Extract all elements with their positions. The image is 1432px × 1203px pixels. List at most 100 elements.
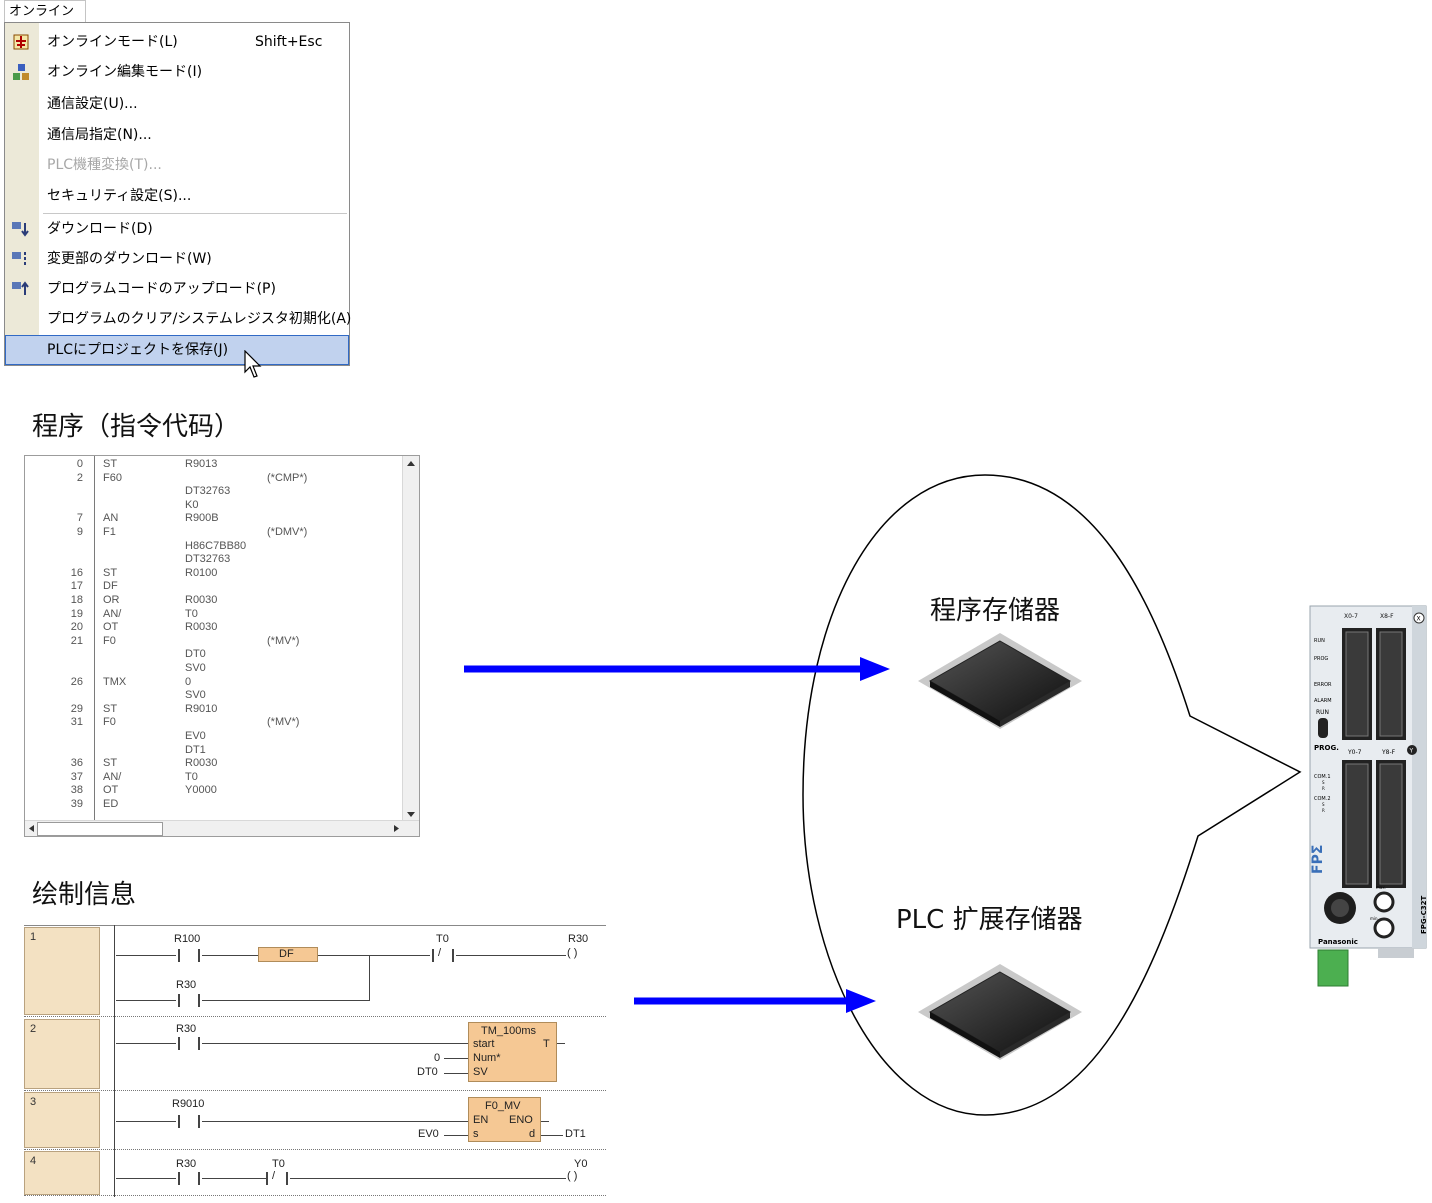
line-number: 26: [70, 675, 83, 688]
no-contact[interactable]: [178, 949, 180, 962]
plc-x-high: X8-F: [1380, 613, 1394, 620]
opcode: AN/: [103, 607, 122, 620]
plc-x-low: X0-7: [1344, 613, 1358, 620]
block-pin: start: [473, 1038, 495, 1050]
output-value: DT1: [565, 1128, 586, 1140]
rung-number[interactable]: 3: [24, 1092, 100, 1148]
opcode: ED: [103, 798, 119, 810]
rung-number[interactable]: 1: [24, 927, 100, 1015]
operand: H86C7BB80: [185, 539, 247, 552]
no-contact[interactable]: [178, 1115, 180, 1128]
code-column-divider: [94, 456, 95, 824]
timer-function-block[interactable]: TM_100ms start T Num* SV: [468, 1022, 557, 1082]
opcode: OT: [103, 784, 119, 797]
operand: DT32763: [185, 553, 231, 566]
opcode: TMX: [103, 675, 127, 688]
menu-item-security-settings[interactable]: セキュリティ設定(S)...: [5, 181, 349, 211]
code-line: SV0: [27, 689, 397, 703]
scroll-down-icon[interactable]: [406, 811, 416, 819]
operand: R0030: [185, 757, 218, 770]
menu-item-label: オンライン編集モード(I): [47, 64, 203, 80]
rung-separator: [24, 1090, 606, 1091]
menu-item-save-project-to-plc[interactable]: PLCにプロジェクトを保存(J): [5, 335, 349, 365]
scroll-left-icon[interactable]: [27, 824, 35, 833]
code-line: H86C7BB80: [27, 540, 397, 554]
menu-item-station-spec[interactable]: 通信局指定(N)...: [5, 120, 349, 150]
input-value: 0: [434, 1052, 441, 1064]
scroll-right-icon[interactable]: [393, 824, 401, 833]
comment: (*MV*): [267, 716, 300, 729]
left-power-rail: [114, 925, 115, 1197]
scroll-up-icon[interactable]: [406, 459, 416, 467]
no-contact[interactable]: [178, 1037, 180, 1050]
code-line: DT1: [27, 744, 397, 758]
nc-slash: /: [272, 1170, 276, 1182]
menu-item-download-changes[interactable]: 変更部のダウンロード(W): [5, 244, 349, 274]
line-number: 31: [70, 716, 83, 729]
coil-label: Y0: [574, 1158, 588, 1170]
line-number: 18: [70, 594, 83, 606]
line-number: 36: [70, 757, 83, 770]
menu-item-label: 通信設定(U)...: [47, 96, 138, 112]
horizontal-scroll-thumb[interactable]: [37, 822, 163, 836]
menu-item-label: 変更部のダウンロード(W): [47, 251, 212, 267]
rung-number[interactable]: 4: [24, 1151, 100, 1195]
nc-contact[interactable]: [266, 1172, 268, 1185]
rung-separator: [24, 1016, 606, 1017]
move-function-block[interactable]: F0_MV EN ENO s d: [468, 1097, 541, 1142]
coil[interactable]: ( ): [567, 947, 578, 959]
opcode: F0: [103, 634, 116, 647]
block-pin: Num*: [473, 1052, 501, 1064]
plc-run-led-label: RUN: [1314, 638, 1325, 644]
comment: (*DMV*): [267, 526, 308, 538]
code-line: DT32763: [27, 553, 397, 567]
plc-com2-label: COM.2: [1314, 796, 1331, 802]
operand: T0: [185, 770, 198, 783]
plc-model-label: FPG-C32T: [1420, 896, 1428, 934]
operand: R9010: [185, 702, 218, 715]
program-memory-chip-icon: [918, 633, 1082, 729]
rung-number[interactable]: 2: [24, 1019, 100, 1089]
menu-item-shortcut: Shift+Esc: [255, 34, 323, 50]
nc-slash: /: [438, 947, 442, 959]
plc-com2-s: S: [1322, 802, 1325, 807]
opcode: AN/: [103, 770, 122, 783]
operand: R9013: [185, 458, 218, 470]
menu-item-clear-program[interactable]: プログラムのクリア/システムレジスタ初期化(A): [5, 304, 351, 334]
no-contact[interactable]: [178, 994, 180, 1007]
block-pin: EN: [473, 1114, 489, 1126]
menu-item-label: PLCにプロジェクトを保存(J): [47, 342, 229, 358]
line-number: 9: [76, 526, 83, 538]
no-contact[interactable]: [178, 1172, 180, 1185]
line-number: 29: [70, 702, 83, 715]
menu-item-upload[interactable]: プログラムコードのアップロード(P): [5, 274, 349, 304]
block-pin: s: [473, 1128, 479, 1140]
plc-unit-image: X0-7 X8-F X RUN PROG ERROR ALARM RUN PRO…: [1309, 605, 1428, 987]
operand: EV0: [185, 730, 206, 742]
rung-separator: [24, 1195, 606, 1196]
operand: R0100: [185, 566, 218, 579]
menu-item-online-mode[interactable]: オンラインモード(L) Shift+Esc: [5, 27, 349, 57]
df-instruction-box[interactable]: DF: [258, 947, 318, 962]
menu-item-online-edit-mode[interactable]: オンライン編集モード(I): [5, 57, 349, 87]
rung-separator: [24, 1149, 606, 1150]
plc-y-badge: Y: [1409, 748, 1414, 755]
plc-com1-label: COM.1: [1314, 774, 1331, 780]
operand: SV0: [185, 689, 206, 702]
nc-contact[interactable]: [432, 949, 434, 962]
menu-item-download[interactable]: ダウンロード(D): [5, 214, 349, 244]
menu-item-comm-settings[interactable]: 通信設定(U)...: [5, 89, 349, 119]
program-heading: 程序（指令代码）: [32, 412, 241, 442]
vertical-scrollbar[interactable]: [402, 456, 419, 822]
horizontal-scrollbar[interactable]: [25, 820, 419, 836]
plc-switch-prog-label: PROG.: [1314, 744, 1339, 752]
coil[interactable]: ( ): [567, 1170, 578, 1182]
plc-com1-s: S: [1322, 780, 1325, 785]
